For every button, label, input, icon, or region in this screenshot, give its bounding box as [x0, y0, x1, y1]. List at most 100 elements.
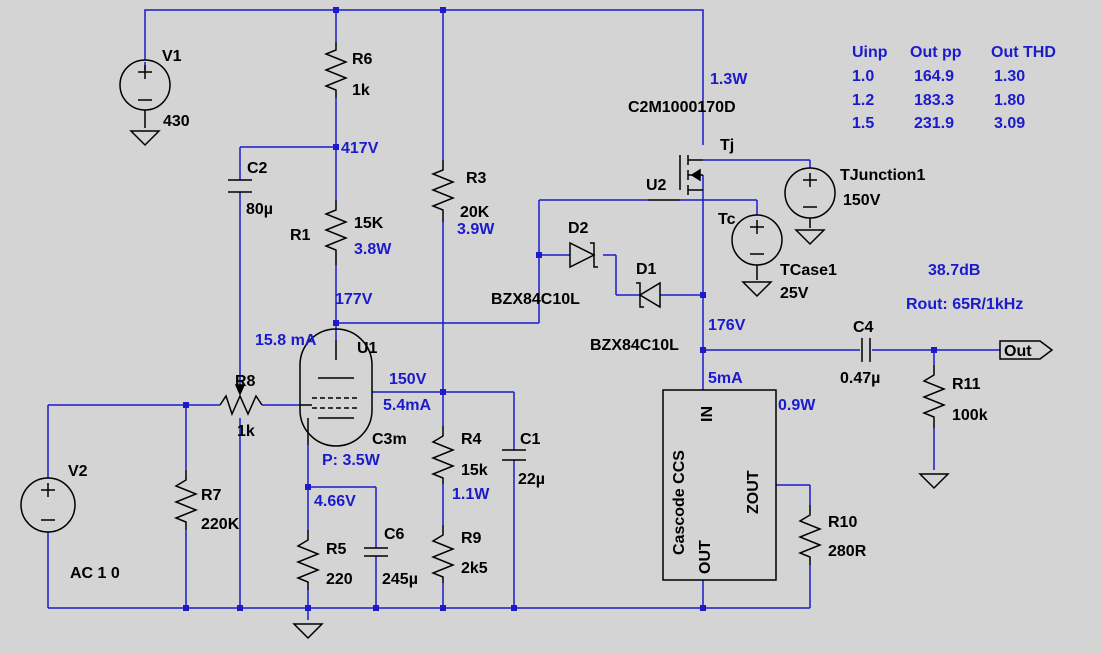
r7-label: R7: [201, 487, 222, 504]
c4-value: 0.47µ: [840, 370, 880, 387]
table-cell: 231.9: [914, 115, 954, 132]
r7-value: 220K: [201, 516, 240, 533]
ground-icon: [741, 281, 773, 298]
u1-tube-symbol[interactable]: [299, 328, 373, 447]
table-cell: 183.3: [914, 92, 954, 109]
r6-label: R6: [352, 51, 373, 68]
c1-value: 22µ: [518, 471, 545, 488]
table-cell: 1.30: [994, 68, 1025, 85]
r1-resistor-symbol[interactable]: [323, 200, 349, 265]
u1-model: C3m: [372, 431, 407, 448]
r6-resistor-symbol[interactable]: [323, 42, 349, 98]
r3-power: 3.9W: [457, 221, 495, 238]
r3-value: 20K: [460, 204, 490, 221]
tcase-label: TCase1: [780, 262, 837, 279]
v1-value: 430: [163, 113, 190, 130]
ground-icon: [794, 229, 826, 246]
u2-label: U2: [646, 177, 667, 194]
ccs-in-pin: IN: [699, 406, 716, 422]
results-table: Uinp Out pp Out THD 1.0 164.9 1.30 1.2 1…: [852, 44, 1056, 132]
table-cell: 1.2: [852, 92, 874, 109]
d1-model: BZX84C10L: [590, 337, 679, 354]
r5-label: R5: [326, 541, 347, 558]
u1-label: U1: [357, 340, 378, 357]
r11-resistor-symbol[interactable]: [921, 365, 947, 428]
r10-resistor-symbol[interactable]: [797, 505, 823, 565]
d2-zener-symbol[interactable]: [569, 241, 598, 269]
v177-annotation: 177V: [335, 291, 373, 308]
tcase-source-symbol[interactable]: [731, 214, 783, 280]
v150-annotation: 150V: [389, 371, 427, 388]
c6-value: 245µ: [382, 571, 418, 588]
ground-icon: [292, 623, 324, 640]
ccs-zout-pin: ZOUT: [745, 470, 762, 514]
v1-source-symbol[interactable]: [119, 59, 171, 128]
table-cell: 1.0: [852, 68, 874, 85]
d2-label: D2: [568, 220, 589, 237]
cascode-ccs-block[interactable]: [662, 389, 777, 581]
ma5-annotation: 5mA: [708, 370, 743, 387]
ccs-out-pin: OUT: [697, 540, 714, 574]
v2-source-symbol[interactable]: [20, 477, 76, 533]
r5-resistor-symbol[interactable]: [295, 530, 321, 590]
c4-capacitor-symbol[interactable]: [861, 338, 871, 362]
annotations: 417V 3.8W 3.9W 177V 15.8 mA 150V 5.4mA P…: [255, 71, 1023, 510]
v1-label: V1: [162, 48, 182, 65]
r4-value: 15k: [461, 462, 488, 479]
c1-label: C1: [520, 431, 541, 448]
tjunction-label: TJunction1: [840, 167, 925, 184]
table-header: Uinp: [852, 44, 888, 61]
c4-label: C4: [853, 319, 874, 336]
r10-value: 280R: [828, 543, 867, 560]
c2-value: 80µ: [246, 201, 273, 218]
tjunction-value: 150V: [843, 192, 881, 209]
rout-annotation: Rout: 65R/1kHz: [906, 296, 1023, 313]
ground-icon: [918, 473, 950, 490]
c1-capacitor-symbol[interactable]: [502, 449, 526, 461]
u2-mosfet-symbol[interactable]: [648, 155, 703, 201]
r8-potentiometer-symbol[interactable]: [219, 384, 263, 417]
tjunction-source-symbol[interactable]: [784, 167, 836, 228]
r4-power: 1.1W: [452, 486, 490, 503]
r11-label: R11: [952, 376, 981, 393]
v2-value: AC 1 0: [70, 565, 120, 582]
r1-value: 15K: [354, 215, 384, 232]
d1-zener-symbol[interactable]: [636, 281, 661, 309]
r9-value: 2k5: [461, 560, 488, 577]
r7-resistor-symbol[interactable]: [173, 470, 199, 530]
v466-annotation: 4.66V: [314, 493, 356, 510]
wires: [47, 9, 1000, 620]
tc-label: Tc: [718, 211, 736, 228]
table-header: Out pp: [910, 44, 962, 61]
out-label: Out: [1004, 343, 1032, 360]
table-cell: 1.5: [852, 115, 874, 132]
c6-capacitor-symbol[interactable]: [364, 547, 388, 557]
ma54-annotation: 5.4mA: [383, 397, 431, 414]
r8-value: 1k: [237, 423, 255, 440]
r9-resistor-symbol[interactable]: [430, 525, 456, 583]
table-cell: 1.80: [994, 92, 1025, 109]
r3-resistor-symbol[interactable]: [430, 160, 456, 222]
r10-label: R10: [828, 514, 857, 531]
tcase-value: 25V: [780, 285, 809, 302]
r3-label: R3: [466, 170, 487, 187]
table-cell: 3.09: [994, 115, 1025, 132]
r9-label: R9: [461, 530, 482, 547]
out-port-icon[interactable]: [999, 340, 1054, 360]
r1-power: 3.8W: [354, 241, 392, 258]
ccs-label: Cascode CCS: [671, 450, 688, 555]
c2-label: C2: [247, 160, 268, 177]
tj-label: Tj: [720, 137, 734, 154]
ground-icon: [129, 130, 161, 147]
c2-capacitor-symbol[interactable]: [228, 179, 252, 193]
u1-power: P: 3.5W: [322, 452, 381, 469]
r8-label: R8: [235, 373, 256, 390]
d2-model: BZX84C10L: [491, 291, 580, 308]
gain-annotation: 38.7dB: [928, 262, 980, 279]
current-annotation-u1: 15.8 mA: [255, 332, 317, 349]
table-header: Out THD: [991, 44, 1056, 61]
component-labels: V1 430 R6 1k C2 80µ R1 15K R3 20K U1 R8 …: [68, 48, 1032, 588]
c6-label: C6: [384, 526, 405, 543]
r4-resistor-symbol[interactable]: [430, 426, 456, 484]
